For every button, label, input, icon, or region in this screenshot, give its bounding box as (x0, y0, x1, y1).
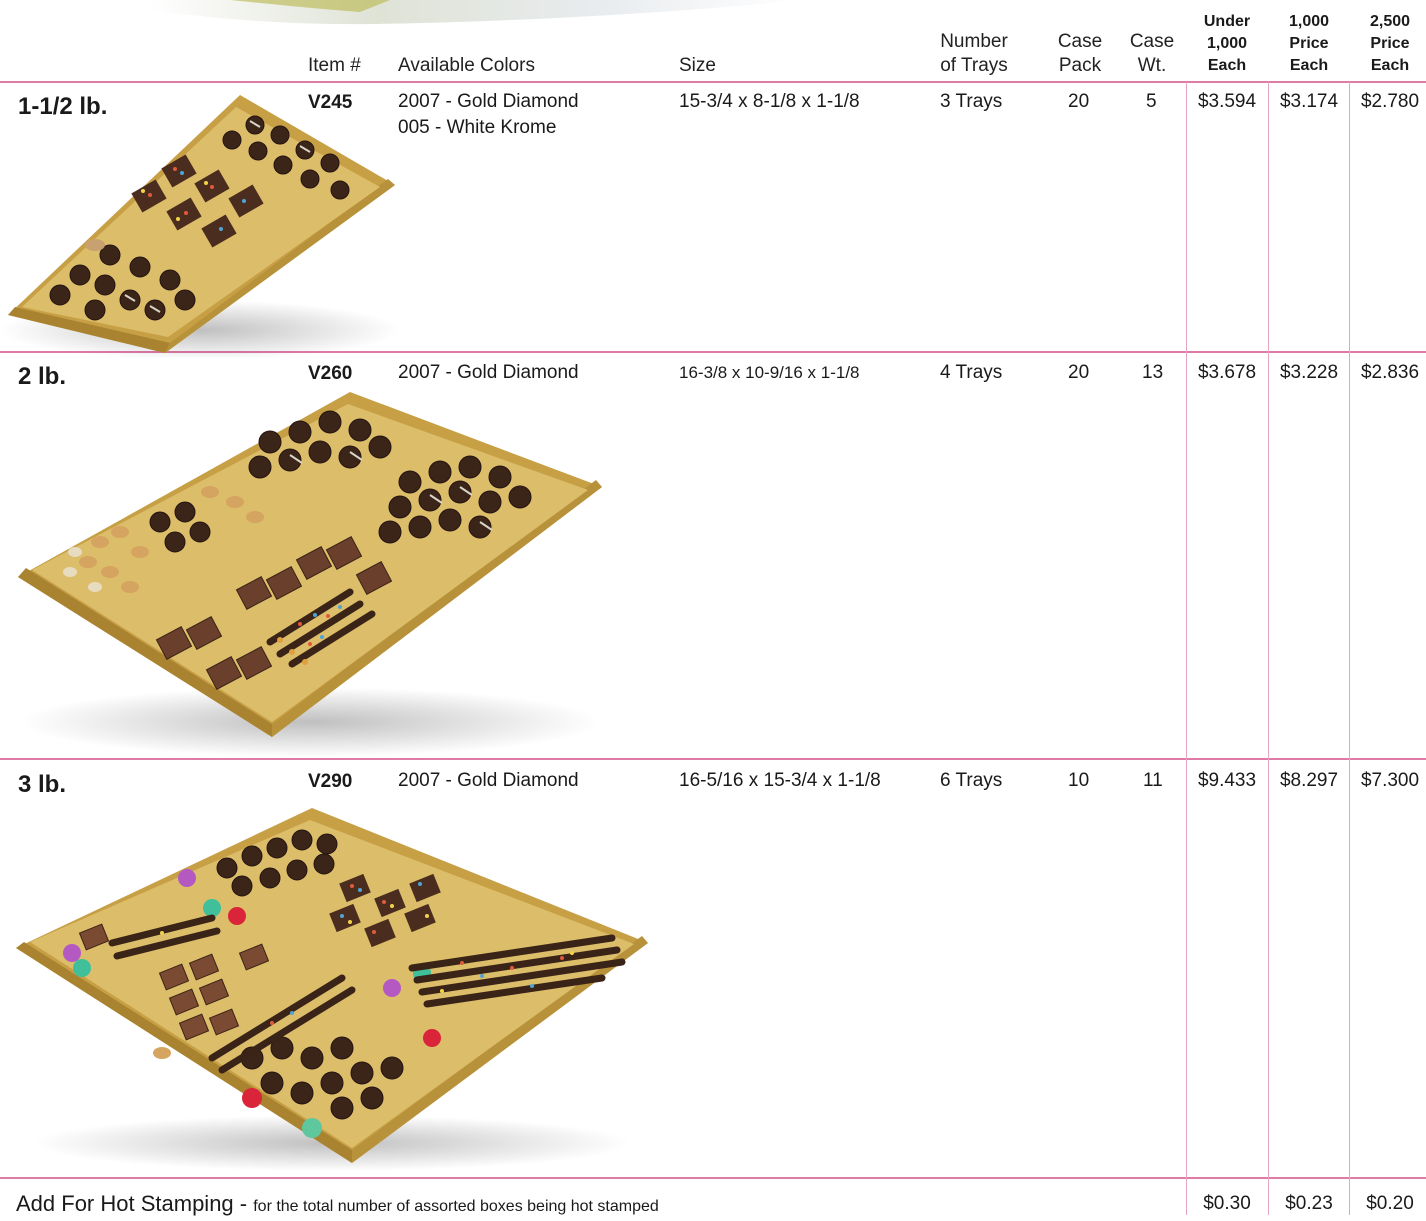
case-weight: 11 (1143, 770, 1163, 791)
col-header-colors: Available Colors (398, 55, 535, 76)
size: 15-3/4 x 8-1/8 x 1-1/8 (679, 91, 860, 112)
item-number: V260 (308, 363, 353, 384)
price-2500: $7.300 (1360, 770, 1420, 791)
available-colors: 2007 - Gold Diamond 005 - White Krome (398, 89, 579, 141)
case-pack: 20 (1068, 362, 1090, 383)
col-header-weight-line1: Case (1129, 31, 1175, 52)
hot-stamping-price-1000: $0.23 (1285, 1193, 1333, 1214)
col-header-pack: Case Pack (1052, 30, 1108, 78)
col-header-trays-line2: of Trays (940, 55, 1008, 76)
color-option: 2007 - Gold Diamond (398, 770, 579, 791)
hot-stamping-price-under-1000: $0.30 (1203, 1193, 1251, 1214)
decorative-swoosh (150, 0, 800, 28)
case-pack: 20 (1068, 91, 1090, 112)
size: 16-3/8 x 10-9/16 x 1-1/8 (679, 363, 860, 382)
rule-row2 (0, 758, 1426, 760)
price-1000: $3.174 (1279, 91, 1339, 112)
price-2500: $2.780 (1360, 91, 1420, 112)
price-1000: $8.297 (1279, 770, 1339, 791)
price-under-1000: $3.594 (1197, 91, 1257, 112)
rule-col-p3 (1349, 82, 1350, 1215)
col-header-weight: Case Wt. (1124, 30, 1180, 78)
col-header-p2-line2: Price (1289, 35, 1329, 52)
col-header-p3-line3: Each (1370, 57, 1410, 74)
rule-col-p2 (1268, 82, 1269, 1215)
col-header-pack-line2: Pack (1058, 55, 1102, 76)
rule-header (0, 81, 1426, 83)
trays: 4 Trays (940, 362, 1003, 383)
col-header-p2-line3: Each (1289, 57, 1329, 74)
trays: 6 Trays (940, 770, 1003, 791)
col-header-p1-line1: Under (1203, 13, 1251, 30)
hot-stamping-title: Add For Hot Stamping - (16, 1191, 254, 1216)
col-header-price-1000: 1,000 Price Each (1270, 11, 1348, 77)
price-under-1000: $9.433 (1197, 770, 1257, 791)
size: 16-5/16 x 15-3/4 x 1-1/8 (679, 770, 881, 791)
price-under-1000: $3.678 (1197, 362, 1257, 383)
available-colors: 2007 - Gold Diamond (398, 768, 579, 794)
color-option: 005 - White Krome (398, 117, 557, 138)
rule-row3 (0, 1177, 1426, 1179)
trays: 3 Trays (940, 91, 1003, 112)
col-header-p1-line3: Each (1207, 57, 1247, 74)
candy-box-photo (12, 808, 652, 1178)
color-option: 2007 - Gold Diamond (398, 91, 579, 112)
col-header-trays-line1: Number (940, 31, 1008, 52)
item-number: V290 (308, 771, 353, 792)
row-label: 3 lb. (18, 771, 67, 798)
hot-stamping-price-2500: $0.20 (1366, 1193, 1414, 1214)
rule-col-p1 (1186, 82, 1187, 1215)
item-number: V245 (308, 92, 353, 113)
row-label: 2 lb. (18, 363, 67, 390)
rule-row1 (0, 351, 1426, 353)
row-label: 1-1/2 lb. (18, 93, 108, 120)
hot-stamping-note: Add For Hot Stamping - for the total num… (16, 1191, 659, 1217)
col-header-item: Item # (308, 55, 361, 76)
col-header-pack-line1: Case (1057, 31, 1103, 52)
col-header-size: Size (679, 55, 716, 76)
col-header-p3-line2: Price (1370, 35, 1410, 52)
col-header-price-under-1000: Under 1,000 Each (1188, 11, 1266, 77)
col-header-weight-line2: Wt. (1137, 55, 1167, 76)
candy-box-photo (0, 95, 420, 362)
col-header-p1-line2: 1,000 (1206, 35, 1248, 52)
color-option: 2007 - Gold Diamond (398, 362, 579, 383)
col-header-price-2500: 2,500 Price Each (1351, 11, 1426, 77)
col-header-trays: Number of Trays (928, 30, 1020, 78)
case-weight: 5 (1146, 91, 1157, 112)
price-1000: $3.228 (1279, 362, 1339, 383)
hot-stamping-description: for the total number of assorted boxes b… (253, 1198, 659, 1215)
available-colors: 2007 - Gold Diamond (398, 360, 579, 386)
case-weight: 13 (1142, 362, 1164, 383)
col-header-p3-line1: 2,500 (1369, 13, 1411, 30)
col-header-p2-line1: 1,000 (1288, 13, 1330, 30)
candy-box-photo (10, 392, 610, 765)
case-pack: 10 (1068, 770, 1090, 791)
price-2500: $2.836 (1360, 362, 1420, 383)
